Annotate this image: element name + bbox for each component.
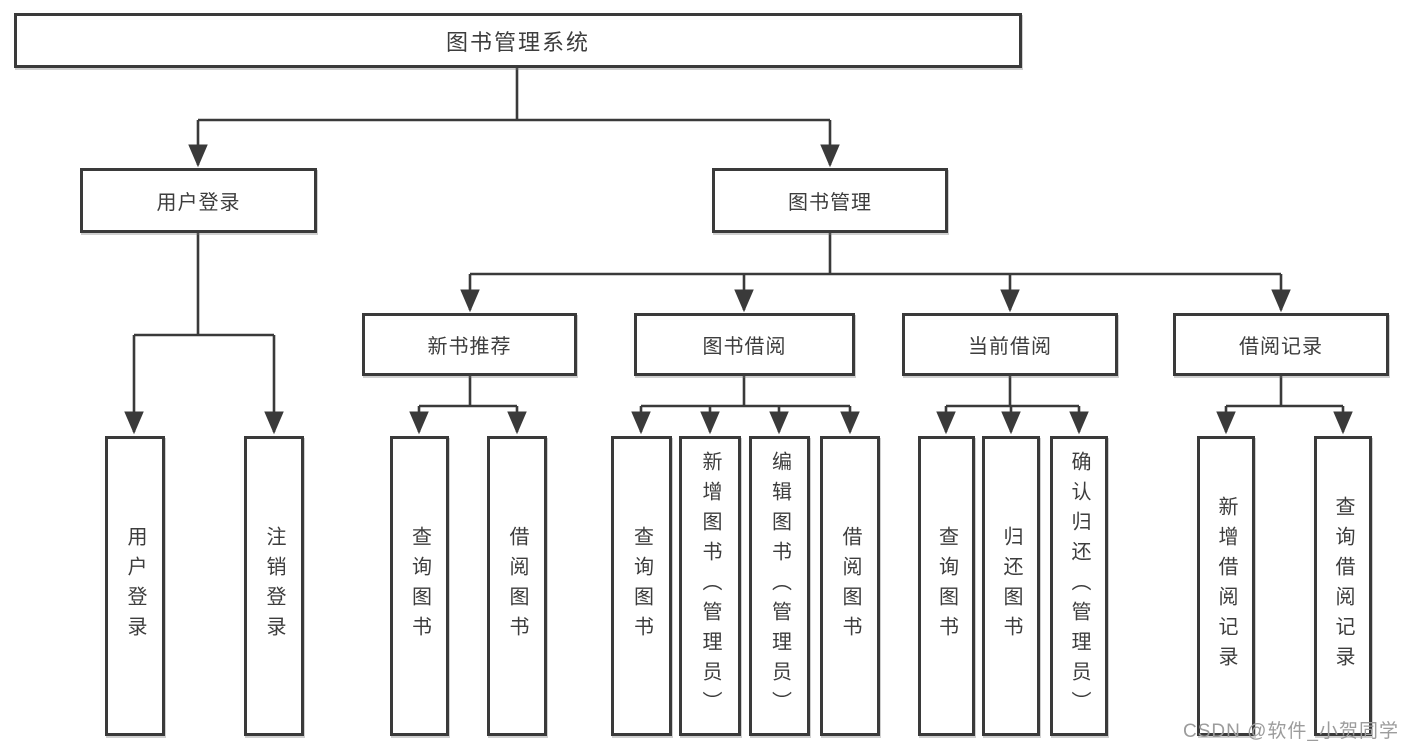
node-label: 查询借阅记录 [1332,496,1354,676]
node-query-books-current: 查询图书 [918,436,975,736]
node-label: 借阅图书 [839,526,861,646]
node-book-management: 图书管理 [712,168,948,233]
node-user-login-branch: 用户登录 [80,168,317,233]
node-borrow-books: 借阅图书 [820,436,880,736]
node-new-book-recommend: 新书推荐 [362,313,577,376]
node-add-book-admin: 新增图书（管理员） [679,436,741,736]
node-query-books-borrow: 查询图书 [611,436,672,736]
node-user-login: 用户登录 [105,436,165,736]
node-confirm-return-admin: 确认归还（管理员） [1050,436,1108,736]
node-label: 借阅图书 [506,526,528,646]
node-borrow-books-recommend: 借阅图书 [487,436,547,736]
node-logout: 注销登录 [244,436,304,736]
node-label: 新增图书（管理员） [699,451,721,721]
node-query-borrow-record: 查询借阅记录 [1314,436,1372,736]
node-label: 确认归还（管理员） [1068,451,1090,721]
node-label: 查询图书 [935,526,958,646]
node-edit-book-admin: 编辑图书（管理员） [749,436,810,736]
node-label: 注销登录 [263,526,285,646]
node-label: 归还图书 [1000,526,1022,646]
node-book-borrow: 图书借阅 [634,313,855,376]
node-current-borrow: 当前借阅 [902,313,1118,376]
watermark: CSDN @软件_小贺同学 [1183,721,1399,742]
node-query-books-recommend: 查询图书 [390,436,449,736]
node-label: 查询图书 [630,526,653,646]
node-return-books: 归还图书 [982,436,1040,736]
node-label: 用户登录 [124,526,146,646]
node-label: 查询图书 [408,526,431,646]
node-add-borrow-record: 新增借阅记录 [1197,436,1255,736]
node-borrow-records: 借阅记录 [1173,313,1389,376]
node-library-system: 图书管理系统 [14,13,1022,68]
node-label: 新增借阅记录 [1215,496,1237,676]
node-label: 编辑图书（管理员） [768,451,791,721]
